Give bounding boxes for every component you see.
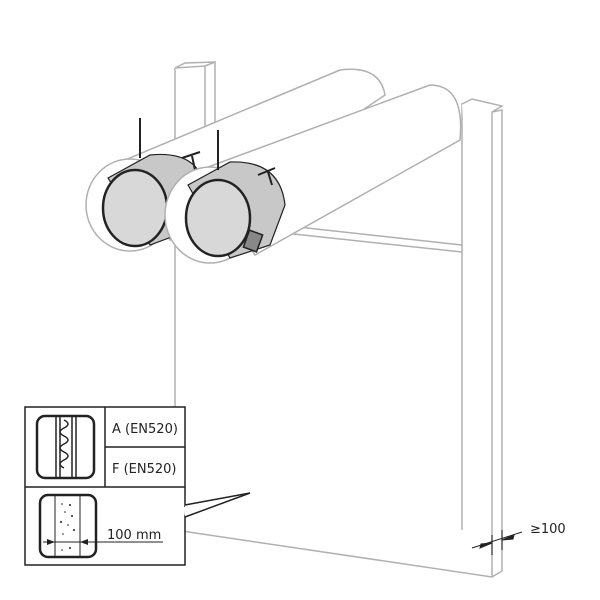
legend-row1-label: A (EN520) — [112, 422, 178, 437]
callout-pointer — [184, 492, 251, 518]
legend-thickness-label: 100 mm — [107, 528, 161, 543]
beam — [274, 231, 463, 253]
clearance-label: ≥100 — [530, 522, 566, 537]
arrowhead-icon — [501, 534, 515, 541]
flexible-wall-icon — [35, 414, 96, 480]
solid-wall-icon — [38, 493, 163, 559]
legend-box — [24, 406, 251, 566]
duct-right — [164, 84, 462, 264]
legend-row2-label: F (EN520) — [112, 462, 177, 477]
clearance-dimension — [471, 530, 523, 555]
actuator — [242, 229, 264, 253]
arrowhead-icon — [479, 542, 493, 549]
right-post — [461, 98, 504, 577]
